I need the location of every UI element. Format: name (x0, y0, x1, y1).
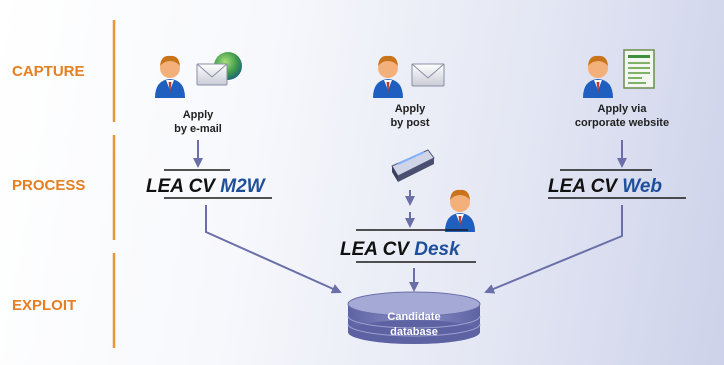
stage-label-exploit: EXPLOIT (12, 297, 76, 314)
applicant-person-icon-web (583, 55, 613, 98)
stage-label-capture: CAPTURE (12, 63, 85, 80)
database-label-line2: database (390, 326, 438, 338)
source-caption-web-line1: Apply via (598, 103, 648, 115)
svg-text:LEA CV Desk: LEA CV Desk (340, 239, 461, 260)
svg-text:LEA CV Web: LEA CV Web (548, 176, 662, 197)
database-cylinder-icon (347, 291, 481, 344)
product-lea-cv-web: LEA CV Web (548, 169, 686, 199)
arrow-m2w-to-database (205, 205, 342, 294)
scanner-icon (391, 149, 435, 182)
email-envelope-icon (196, 52, 242, 86)
database-label-line1: Candidate (387, 311, 440, 323)
applicant-person-icon-email (155, 55, 185, 98)
web-form-icon (623, 49, 655, 89)
product-lea-cv-desk: LEA CV Desk (340, 229, 476, 263)
source-caption-web-line2: corporate website (575, 117, 669, 129)
source-caption-email-line2: by e-mail (174, 123, 222, 135)
source-caption-email-line1: Apply (183, 109, 214, 121)
applicant-person-icon-post (373, 55, 403, 98)
arrow-web-to-database (484, 205, 623, 294)
source-caption-post-line1: Apply (395, 103, 426, 115)
stage-label-process: PROCESS (12, 177, 85, 194)
product-lea-cv-m2w: LEA CV M2W (146, 169, 272, 199)
source-caption-post-line2: by post (390, 117, 429, 129)
operator-person-icon (445, 189, 475, 232)
post-envelope-icon (411, 63, 445, 87)
svg-text:LEA CV M2W: LEA CV M2W (146, 176, 267, 197)
